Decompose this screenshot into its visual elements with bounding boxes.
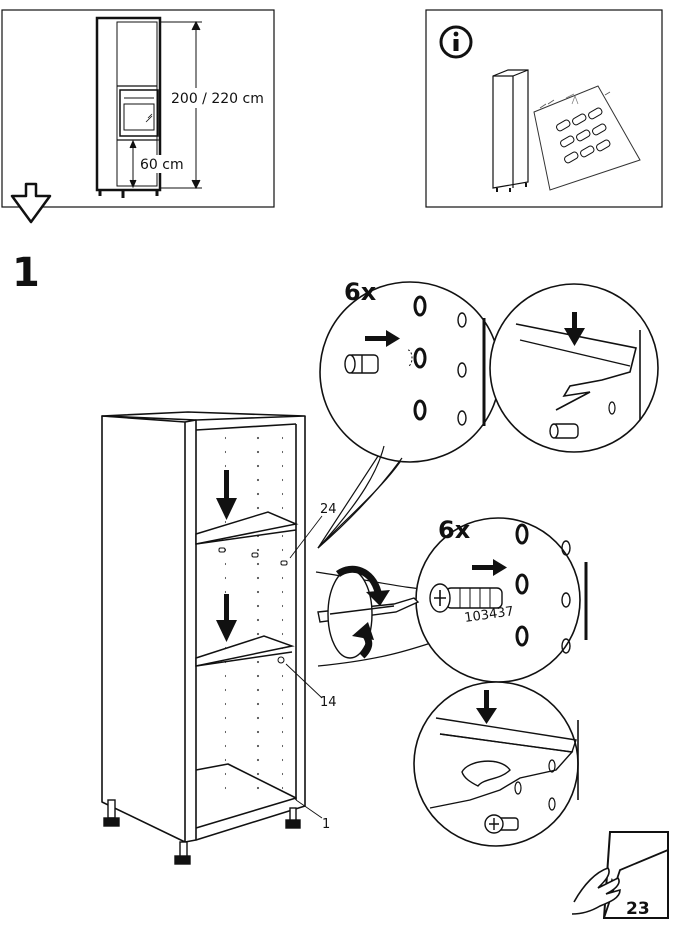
info-icon <box>439 25 473 59</box>
cabinet-legs <box>103 799 301 865</box>
tall-cabinet-with-oven <box>95 16 162 198</box>
down-arrow-icon <box>476 690 497 724</box>
insert-arrow-icon <box>365 330 400 347</box>
fittings-bag <box>533 85 641 191</box>
info-panel <box>425 9 663 208</box>
insert-arrow-icon <box>472 559 507 576</box>
screw-quantity: 6x <box>438 516 471 544</box>
cabinet-carcass <box>101 411 306 865</box>
screwdriver-icon <box>317 566 420 659</box>
screw-icon <box>429 583 503 613</box>
detail-screw-insertion: 6x 103437 <box>315 516 588 683</box>
shelf-lower <box>195 635 295 667</box>
oven-height-label: 60 cm <box>140 157 184 173</box>
cabinet-frame-thumbnail <box>492 69 529 192</box>
screw-part-number: 103437 <box>463 604 514 626</box>
next-step-arrow-icon <box>10 182 52 224</box>
step-number: 1 <box>12 250 40 296</box>
callout-cabinet: 1 <box>322 817 330 832</box>
detail-pin-insertion: 6x <box>317 278 501 549</box>
down-arrow-icon <box>564 312 585 346</box>
pin-quantity: 6x <box>344 278 377 306</box>
page-turn-hand-icon <box>571 831 669 919</box>
wooden-pin-icon <box>344 354 379 374</box>
detail-shelf-on-pins <box>489 283 659 453</box>
detail-shelf-locking <box>413 681 579 847</box>
shelf-down-arrow-icon <box>216 470 237 642</box>
callout-lower-shelf: 14 <box>320 695 337 710</box>
callout-leaders <box>285 515 323 819</box>
oven-height-dimension-line <box>127 139 160 189</box>
callout-top-shelf: 24 <box>320 502 337 517</box>
page-number: 23 <box>626 899 650 919</box>
shelf-upper <box>195 511 299 545</box>
dimension-panel: 200 / 220 cm 60 cm <box>1 9 275 208</box>
height-label: 200 / 220 cm <box>171 91 264 107</box>
